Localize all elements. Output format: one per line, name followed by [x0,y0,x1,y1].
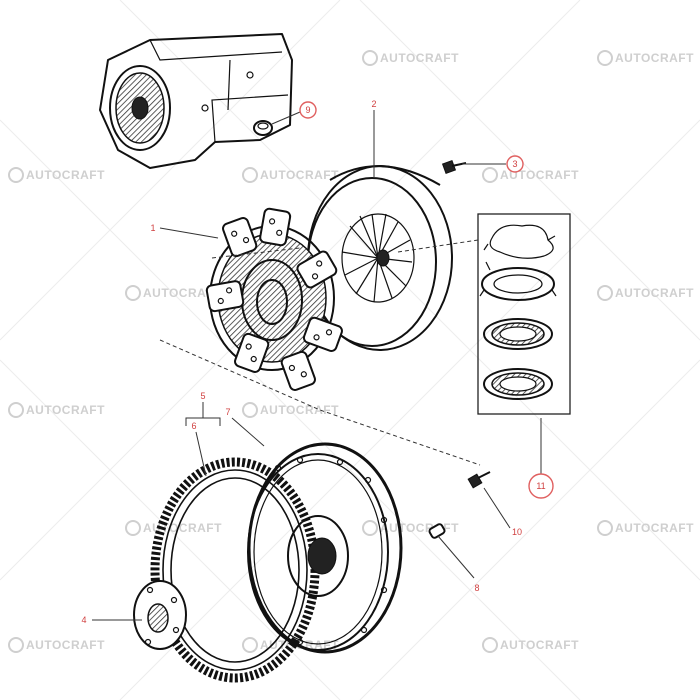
plug-part-9 [253,120,273,136]
svg-text:AUTOCRAFT: AUTOCRAFT [26,403,105,417]
svg-text:AUTOCRAFT: AUTOCRAFT [500,168,579,182]
callout-4[interactable]: 4 [81,615,86,625]
watermark-logo: AUTOCRAFT [597,50,694,66]
svg-text:10: 10 [512,527,522,537]
callout-5[interactable]: 5 [200,391,205,401]
watermark-logo: AUTOCRAFT [482,637,579,653]
watermark-logo: AUTOCRAFT [242,402,339,418]
watermark-logo: AUTOCRAFT [597,520,694,536]
svg-text:AUTOCRAFT: AUTOCRAFT [260,403,339,417]
friction-pad [296,250,338,289]
bolt-part-10 [467,471,491,489]
callout-8[interactable]: 8 [474,583,479,593]
svg-text:AUTOCRAFT: AUTOCRAFT [26,638,105,652]
svg-text:AUTOCRAFT: AUTOCRAFT [260,168,339,182]
callout-6[interactable]: 6 [191,421,196,431]
gearbox-housing [99,33,293,169]
friction-pad [205,280,245,313]
friction-pad [234,332,270,373]
ring-gear-part-6 [150,457,320,683]
svg-text:2: 2 [371,99,376,109]
assembly-lines [159,239,481,466]
svg-text:AUTOCRAFT: AUTOCRAFT [615,286,694,300]
svg-text:AUTOCRAFT: AUTOCRAFT [615,521,694,535]
hub-part-4 [133,580,187,650]
clutch-disc-part-1 [205,207,343,391]
svg-text:3: 3 [512,159,517,169]
svg-text:9: 9 [305,105,310,115]
dowel-pin-part-8 [428,523,446,539]
bolt-part-3 [441,159,467,175]
callout-10[interactable]: 10 [512,527,522,537]
callout-11[interactable]: 11 [528,473,554,499]
svg-text:1: 1 [150,223,155,233]
watermark-logo: AUTOCRAFT [597,285,694,301]
watermark-logos: AUTOCRAFT AUTOCRAFT AUTOCRAFT AUTOCRAFT … [8,50,694,653]
leader-lines [92,110,542,621]
svg-text:5: 5 [200,391,205,401]
svg-text:8: 8 [474,583,479,593]
svg-text:AUTOCRAFT: AUTOCRAFT [500,638,579,652]
watermark-logo: AUTOCRAFT [242,167,339,183]
callout-3[interactable]: 3 [506,155,524,173]
svg-text:6: 6 [191,421,196,431]
svg-text:AUTOCRAFT: AUTOCRAFT [380,51,459,65]
callout-9[interactable]: 9 [299,101,317,119]
friction-pad [222,217,258,258]
svg-text:AUTOCRAFT: AUTOCRAFT [380,521,459,535]
friction-pad [302,316,343,352]
release-bearing-kit-part-11 [477,213,571,415]
watermark-logo: AUTOCRAFT [8,402,105,418]
svg-text:AUTOCRAFT: AUTOCRAFT [26,168,105,182]
watermark-logo: AUTOCRAFT [8,167,105,183]
callout-7[interactable]: 7 [225,407,230,417]
callout-2[interactable]: 2 [371,99,376,109]
svg-text:11: 11 [536,481,545,491]
watermark-logo: AUTOCRAFT [482,167,579,183]
svg-text:AUTOCRAFT: AUTOCRAFT [143,286,222,300]
watermark-logo: AUTOCRAFT [125,285,222,301]
svg-text:AUTOCRAFT: AUTOCRAFT [615,51,694,65]
watermark-logo: AUTOCRAFT [8,637,105,653]
flywheel-part-7 [247,442,403,654]
watermark-logo: AUTOCRAFT [362,50,459,66]
callout-1[interactable]: 1 [150,223,155,233]
watermark-logo: AUTOCRAFT [125,520,222,536]
svg-text:4: 4 [81,615,86,625]
friction-pad [259,207,292,247]
friction-pad [280,350,316,391]
svg-text:AUTOCRAFT: AUTOCRAFT [143,521,222,535]
svg-text:7: 7 [225,407,230,417]
